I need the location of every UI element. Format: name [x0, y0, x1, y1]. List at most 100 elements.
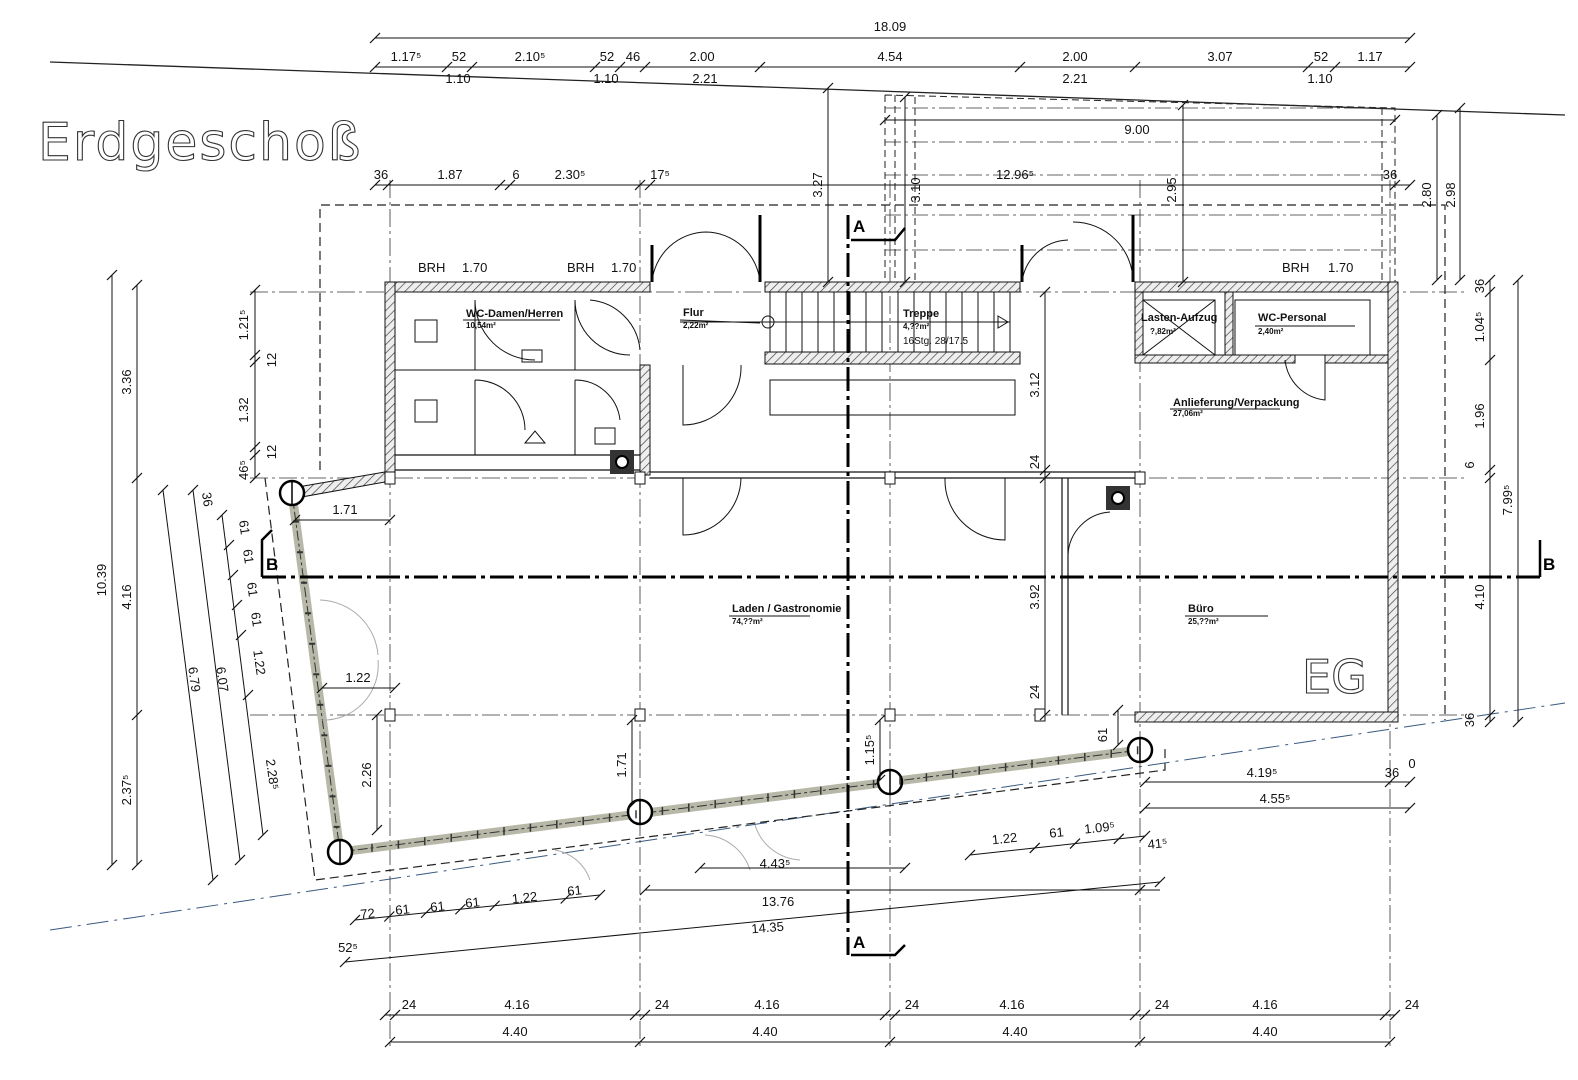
- dimension-label: 24: [1155, 997, 1169, 1012]
- section-b-arrow-left: [260, 529, 273, 577]
- dimension-label: 1.71: [614, 752, 629, 777]
- dimension-label: 1.10: [593, 71, 618, 86]
- dimension-tick: [626, 799, 638, 811]
- interior-fixtures: [292, 292, 1371, 881]
- dimension-tick: [371, 824, 383, 836]
- dimension-tick: [131, 709, 143, 721]
- dimension-tick: [466, 61, 478, 73]
- dimension-tick: [639, 1009, 651, 1021]
- dimension-label: 61: [1095, 728, 1110, 742]
- dimension-tick: [231, 599, 243, 611]
- dimension-tick: [371, 709, 383, 721]
- dimension-label: 72: [360, 905, 376, 921]
- dimension-tick: [1404, 776, 1416, 788]
- facade-door-swings: [319, 599, 801, 881]
- dimension-tick: [216, 509, 228, 521]
- dimension-label: 2.00: [689, 49, 714, 64]
- dimension-label: 61: [236, 519, 253, 535]
- dimension-tick: [1404, 802, 1416, 814]
- dimension-label: 36: [374, 167, 388, 182]
- dimension-label: 2.21: [692, 71, 717, 86]
- dimension-tick: [1431, 109, 1443, 121]
- glass-facade: [287, 492, 1141, 858]
- dimension-tick: [1384, 776, 1396, 788]
- section-a-label-bottom: A: [853, 933, 865, 952]
- dimension-label: 3.10: [908, 177, 923, 202]
- dimension-tick: [257, 829, 269, 841]
- room-area: 25,??m²: [1188, 617, 1219, 626]
- dimension-tick: [1454, 274, 1466, 286]
- dimension-tick: [626, 714, 638, 726]
- window-label-brh-1: BRH: [418, 260, 445, 275]
- dimension-tick: [1484, 716, 1496, 728]
- wall-wc-bottom: [1134, 354, 1296, 364]
- dimension-tick: [207, 874, 219, 886]
- window-label-width-3: 1.70: [1328, 260, 1353, 275]
- room-laden-gastronomie: Laden / Gastronomie 74,??m²: [729, 603, 841, 626]
- room-name: WC-Personal: [1258, 312, 1326, 324]
- room-area: 10,54m²: [466, 321, 496, 330]
- dimension-label: 2.26: [359, 762, 374, 787]
- dimension-tick: [899, 276, 911, 288]
- dimension-tick: [1512, 274, 1524, 286]
- dimension-tick: [694, 862, 706, 874]
- dimension-tick: [614, 61, 626, 73]
- wall-slanted: [291, 471, 386, 499]
- dimension-tick: [349, 914, 361, 926]
- dimension-label: 4.54: [877, 49, 902, 64]
- dimension-label: 52: [600, 49, 614, 64]
- room-lasten-aufzug: Lasten-Aufzug ?,82m²: [1141, 312, 1217, 336]
- interior-door-swings: [682, 359, 1326, 556]
- upper-floor-outline: [264, 94, 1446, 881]
- dimension-label: 4.40: [1002, 1024, 1027, 1039]
- column-square: [634, 471, 646, 485]
- dimension-tick: [594, 889, 606, 901]
- dimension-tick: [234, 854, 246, 866]
- dimension-label: 4.16: [504, 997, 529, 1012]
- dimension-tick: [1039, 464, 1051, 476]
- dimension-tick: [1177, 99, 1189, 111]
- dimension-tick: [1039, 709, 1051, 721]
- dimension-label: 6.79: [185, 666, 203, 693]
- room-wc-damen-herren: WC-Damen/Herren 10,54m²: [463, 308, 563, 330]
- room-buero: Büro 25,??m²: [1185, 603, 1268, 626]
- dimension-label: 24: [1405, 997, 1419, 1012]
- dimension-label: 61: [240, 548, 257, 564]
- dimension-tick: [634, 1036, 646, 1048]
- facade-axis: [291, 492, 1141, 853]
- dimension-label: 41⁵: [1147, 835, 1168, 852]
- dimension-label: 36: [1383, 167, 1397, 182]
- dimension-label: 1.21⁵: [236, 310, 251, 341]
- upper-outline: [319, 204, 1446, 720]
- dimension-tick: [316, 682, 328, 694]
- dimension-label: 4.40: [752, 1024, 777, 1039]
- wall-lift: [1134, 291, 1144, 358]
- dimension-label: 24: [1027, 685, 1042, 699]
- section-a-arrow-top: [851, 227, 906, 242]
- dimension-tick: [1384, 1036, 1396, 1048]
- dimension-label: 14.35: [751, 919, 785, 937]
- room-treppe: Treppe 4,??m² 16Stg. 28/17.5: [903, 308, 968, 347]
- dimension-tick: [822, 82, 834, 94]
- dimension-tick: [874, 774, 886, 786]
- room-name: Laden / Gastronomie: [732, 603, 841, 615]
- dimension-tick: [879, 1009, 891, 1021]
- dimension-tick: [889, 1009, 901, 1021]
- dimension-tick: [1134, 1036, 1146, 1048]
- dimension-tick: [249, 349, 261, 361]
- dimension-label: 24: [402, 997, 416, 1012]
- dimension-tick: [644, 179, 656, 191]
- section-a-arrow-bottom: [851, 944, 906, 957]
- dimension-label: 61: [248, 611, 265, 627]
- dimension-label: 2.80: [1419, 182, 1434, 207]
- wall-wc-bottom-right: [1324, 354, 1389, 364]
- dimension-tick: [754, 61, 766, 73]
- dimension-label: 1.09⁵: [1083, 818, 1115, 836]
- dimension-tick: [1069, 838, 1081, 850]
- dimension-label: 4.16: [999, 997, 1024, 1012]
- dimension-tick: [884, 1036, 896, 1048]
- column-square: [384, 708, 396, 722]
- wall-wc-flur: [639, 364, 651, 476]
- dimension-tick: [1039, 472, 1051, 484]
